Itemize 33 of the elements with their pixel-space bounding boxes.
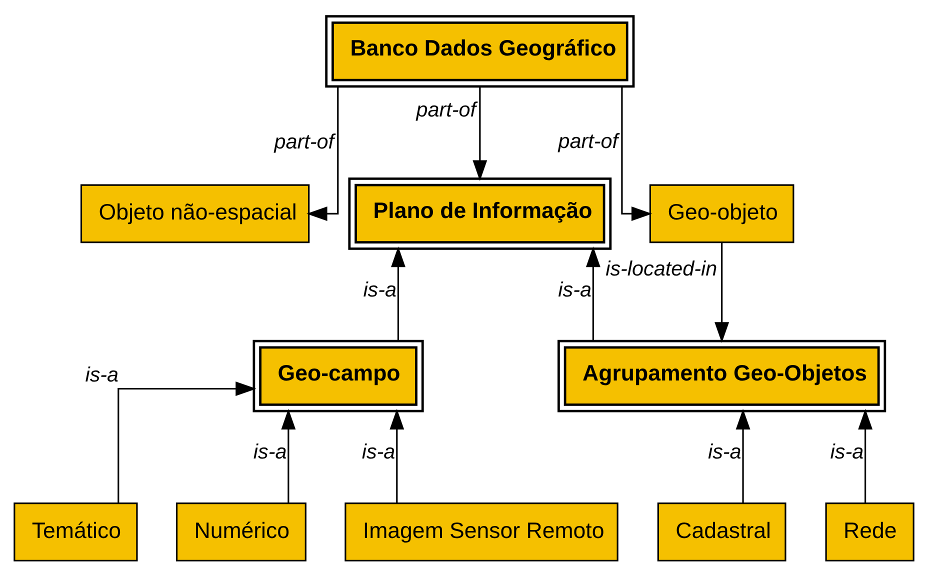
arrow bbox=[736, 408, 750, 503]
arrow bbox=[858, 408, 873, 503]
edge-label: is-a bbox=[85, 363, 119, 386]
node-box: Plano de Informação bbox=[348, 178, 612, 250]
arrow bbox=[714, 242, 730, 343]
edge-label: is-a bbox=[558, 278, 592, 302]
edge-label: is-a bbox=[253, 440, 287, 464]
node-box: Geo-campo bbox=[252, 340, 424, 412]
edge-label: is-a bbox=[362, 440, 396, 464]
edge-label: is-a bbox=[363, 278, 397, 302]
arrow bbox=[390, 246, 406, 341]
node-box: Rede bbox=[825, 502, 914, 562]
node-box: Temático bbox=[14, 502, 138, 562]
arrow bbox=[621, 86, 652, 221]
node-box: Objeto não-espacial bbox=[80, 184, 310, 244]
node-box: Imagem Sensor Remoto bbox=[344, 502, 618, 562]
node-box: Numérico bbox=[176, 502, 306, 562]
edge-label: part-of bbox=[416, 98, 476, 122]
node-box: Agrupamento Geo-Objetos bbox=[558, 340, 886, 412]
arrow bbox=[586, 246, 600, 341]
edge-label: is-located-in bbox=[606, 258, 718, 281]
edge-label: part-of bbox=[274, 130, 334, 154]
arrow bbox=[472, 86, 488, 181]
edge-label: part-of bbox=[558, 130, 618, 153]
edge-label: is-a bbox=[830, 440, 864, 464]
node-box: Cadastral bbox=[657, 502, 786, 562]
arrow bbox=[281, 408, 296, 503]
arrow bbox=[306, 86, 339, 221]
node-box: Banco Dados Geográfico bbox=[325, 15, 635, 88]
arrow bbox=[390, 408, 404, 503]
node-box: Geo-objeto bbox=[649, 184, 794, 244]
edge-label: is-a bbox=[708, 440, 742, 464]
arrow bbox=[118, 382, 256, 503]
